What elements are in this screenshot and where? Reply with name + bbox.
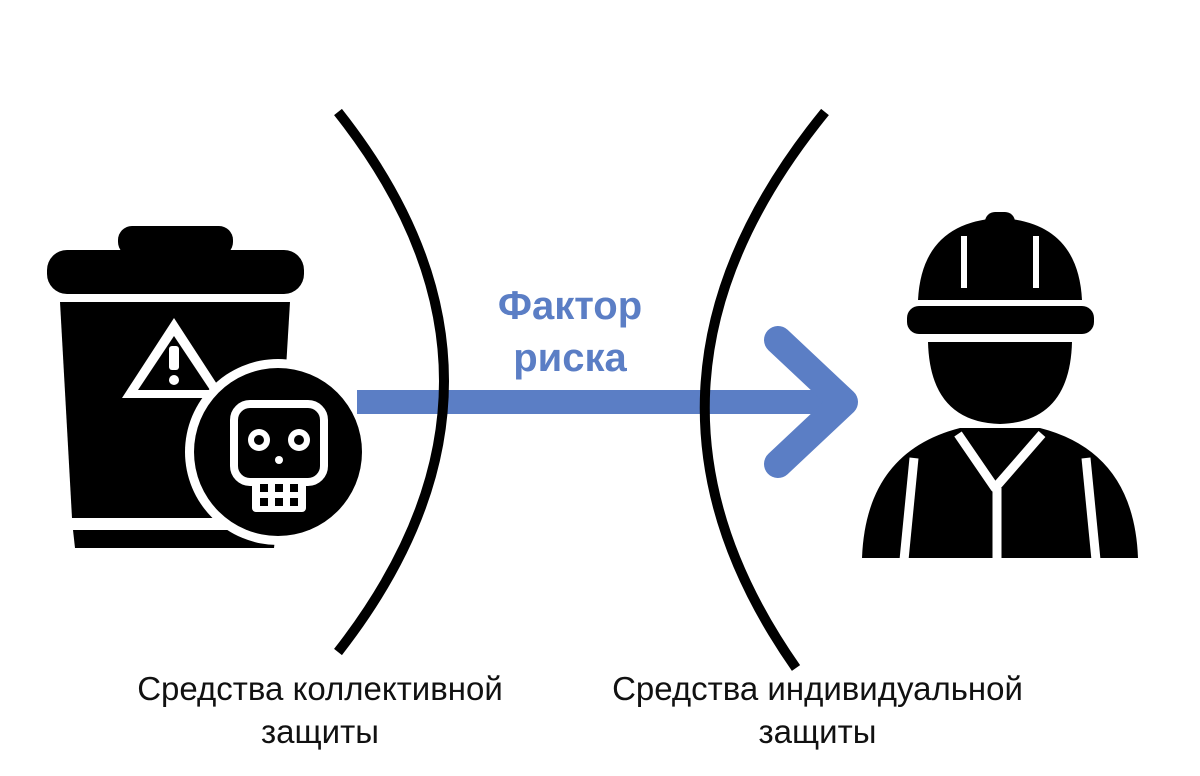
risk-factor-line2: риска xyxy=(513,336,627,380)
collective-caption-line1: Средства коллективной xyxy=(137,670,503,707)
collective-caption-line2: защиты xyxy=(261,713,379,750)
collective-protection-barrier xyxy=(334,108,449,656)
individual-protection-caption: Средства индивидуальной защиты xyxy=(575,667,1060,753)
individual-caption-line2: защиты xyxy=(758,713,877,750)
warning-triangle-icon xyxy=(122,318,226,398)
individual-caption-line1: Средства индивидуальной xyxy=(612,670,1023,707)
skull-icon xyxy=(185,359,371,545)
risk-factor-label: Фактор риска xyxy=(440,280,700,384)
individual-protection-barrier xyxy=(699,108,829,671)
risk-factor-line1: Фактор xyxy=(497,284,643,328)
risk-arrow xyxy=(357,326,858,478)
worker-icon xyxy=(862,212,1138,561)
collective-protection-caption: Средства коллективной защиты xyxy=(100,667,540,753)
